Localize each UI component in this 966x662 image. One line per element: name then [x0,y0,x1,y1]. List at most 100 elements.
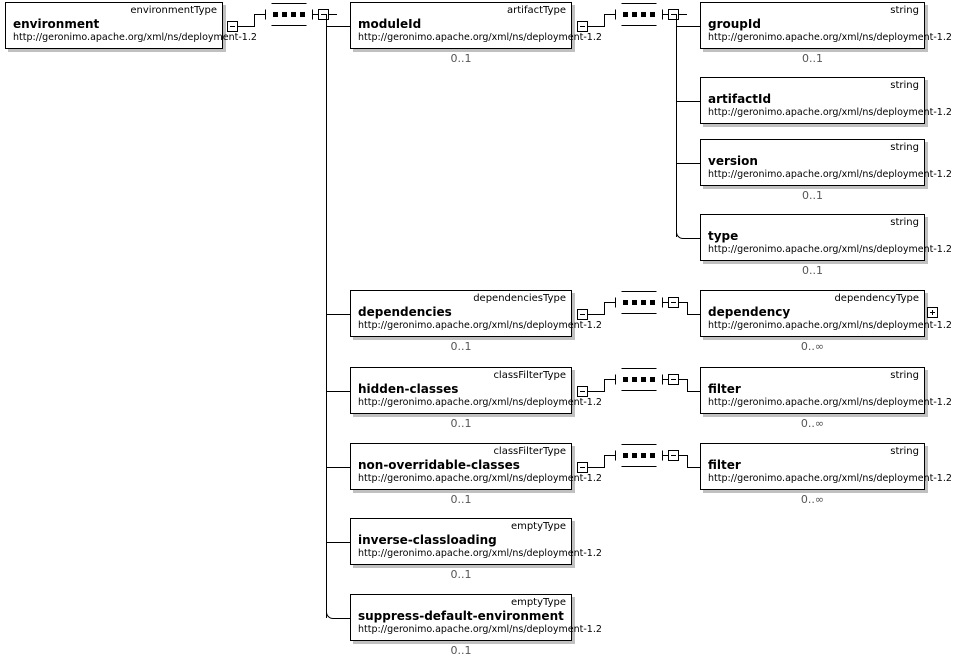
connector-dependencies-riser-to-seq [604,302,615,303]
node-hidden-classes-filter[interactable]: string filter http://geronimo.apache.org… [700,367,952,414]
node-hidden-classes[interactable]: classFilterType hidden-classes http://ge… [350,367,602,414]
node-namespace-label: http://geronimo.apache.org/xml/ns/deploy… [708,244,952,255]
connector-non-overridable-toggle-down [679,455,687,456]
node-version[interactable]: string version http://geronimo.apache.or… [700,139,952,186]
connector-env-toggle-to-riser [238,26,254,27]
node-non-overridable-classes-filter[interactable]: string filter http://geronimo.apache.org… [700,443,952,490]
cardinality-type: 0..1 [802,264,823,277]
cardinality-dependencies: 0..1 [450,340,472,353]
sequence-dot [650,12,655,17]
node-dependency[interactable]: dependencyType dependency http://geronim… [700,290,952,337]
node-artifactId[interactable]: string artifactId http://geronimo.apache… [700,77,952,124]
node-namespace-label: http://geronimo.apache.org/xml/ns/deploy… [708,320,952,331]
sequence-icon-dependencies[interactable] [615,291,663,314]
cardinality-hidden-classes: 0..1 [450,417,472,430]
sequence-dot [641,12,646,17]
collapse-toggle-moduleId-sequence[interactable] [668,9,679,20]
collapse-toggle-environment[interactable] [227,21,238,32]
connector-non-overridable-filter-riser [687,455,688,468]
node-namespace-label: http://geronimo.apache.org/xml/ns/deploy… [708,397,952,408]
cardinality-moduleId: 0..1 [450,52,472,65]
node-type-label: string [890,217,919,228]
sequence-icon-hidden-classes[interactable] [615,368,663,391]
connector-moduleId-toggle-to-riser [588,26,604,27]
collapse-toggle-dependencies[interactable] [577,309,588,320]
connector-dependencies-toggle-to-riser [588,314,604,315]
collapse-toggle-non-overridable-classes[interactable] [577,462,588,473]
node-type[interactable]: string type http://geronimo.apache.org/x… [700,214,952,261]
connector-dependency-riser [687,302,688,315]
node-moduleId[interactable]: artifactType moduleId http://geronimo.ap… [350,2,602,49]
expand-toggle-dependency[interactable] [927,307,938,318]
node-type-label: dependenciesType [473,293,566,304]
connector-env-trunk [326,14,327,618]
node-type-label: string [890,5,919,16]
node-name-label: hidden-classes [358,382,459,396]
node-name-label: groupId [708,17,761,31]
node-environment[interactable]: environmentType environment http://geron… [5,2,257,49]
node-dependencies[interactable]: dependenciesType dependencies http://ger… [350,290,602,337]
node-type-label: emptyType [510,597,566,608]
connector-moduleId-trunk [676,14,677,237]
node-inverse-classloading[interactable]: emptyType inverse-classloading http://ge… [350,518,602,565]
connector-env-trunk-entry [329,14,337,15]
cardinality-inverse-classloading: 0..1 [450,568,472,581]
node-name-label: environment [13,17,100,31]
node-groupId[interactable]: string groupId http://geronimo.apache.or… [700,2,952,49]
collapse-toggle-hidden-classes[interactable] [577,386,588,397]
connector-branch-non-overridable-classes [326,467,350,468]
node-type-label: string [890,370,919,381]
node-non-overridable-classes[interactable]: classFilterType non-overridable-classes … [350,443,602,490]
connector-non-overridable-riser-to-seq [604,455,615,456]
connector-to-non-overridable-filter [687,467,700,468]
node-type-label: dependencyType [834,293,919,304]
node-namespace-label: http://geronimo.apache.org/xml/ns/deploy… [358,32,602,43]
node-namespace-label: http://geronimo.apache.org/xml/ns/deploy… [358,397,602,408]
collapse-toggle-moduleId[interactable] [577,21,588,32]
connector-moduleId-riser-to-seq [604,14,615,15]
node-name-label: moduleId [358,17,422,31]
connector-dependencies-toggle-down [679,302,687,303]
connector-env-riser [254,14,255,27]
node-type-label: string [890,142,919,153]
node-name-label: version [708,154,758,168]
sequence-dot [623,12,628,17]
node-type-label: emptyType [510,521,566,532]
sequence-dot [291,12,296,17]
connector-hidden-classes-riser [604,379,605,392]
node-name-label: dependency [708,305,791,319]
connector-hidden-filter-riser [687,379,688,392]
connector-branch-dependencies [326,314,350,315]
connector-hidden-classes-toggle-to-riser [588,391,604,392]
node-namespace-label: http://geronimo.apache.org/xml/ns/deploy… [708,169,952,180]
node-namespace-label: http://geronimo.apache.org/xml/ns/deploy… [358,548,602,559]
sequence-icon-moduleId[interactable] [615,3,663,26]
node-name-label: non-overridable-classes [358,458,520,472]
connector-dependencies-riser [604,302,605,315]
collapse-toggle-non-overridable-sequence[interactable] [668,450,679,461]
connector-branch-version [676,163,700,164]
sequence-dot [641,453,646,458]
node-type-label: artifactType [507,5,566,16]
sequence-dot [623,453,628,458]
collapse-toggle-hidden-classes-sequence[interactable] [668,374,679,385]
sequence-icon-non-overridable-classes[interactable] [615,444,663,467]
node-namespace-label: http://geronimo.apache.org/xml/ns/deploy… [708,32,952,43]
node-name-label: filter [708,382,741,396]
node-suppress-default-environment[interactable]: emptyType suppress-default-environment h… [350,594,602,641]
node-name-label: filter [708,458,741,472]
connector-branch-suppress-default-environment [340,618,350,619]
connector-to-hidden-filter [687,391,700,392]
connector-non-overridable-riser [604,455,605,468]
node-namespace-label: http://geronimo.apache.org/xml/ns/deploy… [708,473,952,484]
sequence-icon-environment[interactable] [265,3,313,26]
node-namespace-label: http://geronimo.apache.org/xml/ns/deploy… [358,473,602,484]
node-name-label: artifactId [708,92,772,106]
sequence-dot [632,377,637,382]
sequence-dot [632,300,637,305]
collapse-toggle-dependencies-sequence[interactable] [668,297,679,308]
sequence-dot [650,377,655,382]
node-namespace-label: http://geronimo.apache.org/xml/ns/deploy… [358,624,602,635]
collapse-toggle-environment-sequence[interactable] [318,9,329,20]
connector-branch-hidden-classes [326,391,350,392]
